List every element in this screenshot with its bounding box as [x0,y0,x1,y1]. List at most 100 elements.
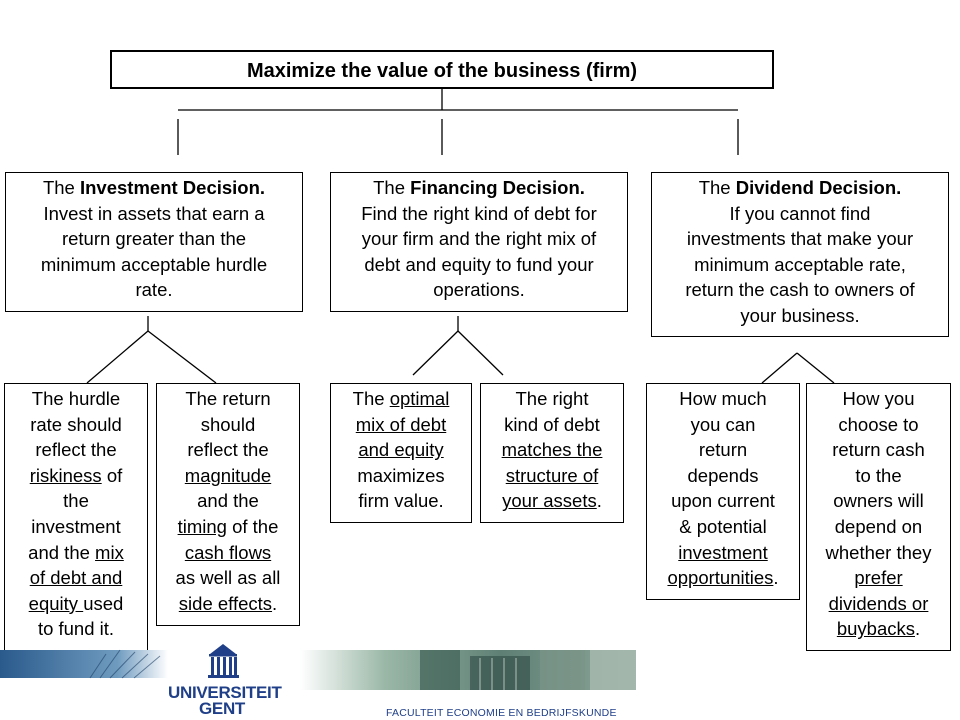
decision-heading: The Investment Decision. [10,175,298,201]
footer: UNIVERSITEIT GENT [0,636,960,720]
underlined-text: your assets [502,490,597,512]
sub-text-line: investment [651,540,795,566]
decision-prefix: The [373,177,411,198]
text-segment: to fund it. [37,618,115,640]
text-segment: return [698,439,748,461]
text-segment: and the [197,490,259,512]
decision-text-line: return the cash to owners of [685,279,915,301]
sub-text-line: timing of the [161,514,295,540]
text-segment: . [272,592,278,614]
text-segment: depends [687,464,759,486]
decision-prefix: The [42,177,80,198]
underlined-text: mix of debt [355,413,447,435]
text-segment: the [63,490,89,512]
investment-decision-box: The Investment Decision.Invest in assets… [5,172,303,312]
logo-line2: GENT [198,699,246,718]
text-segment: whether they [825,541,932,563]
sub-text-line: depends [651,463,795,489]
sub-text-line: dividends or [811,591,946,617]
decision-text-line: operations. [433,279,525,301]
underlined-text: side effects [178,592,273,614]
decision-prefix: The [698,177,736,198]
middle-photo-strip [300,650,636,690]
text-segment: investment [31,515,121,537]
decision-text-line: your business. [740,304,860,326]
underlined-text: investment [678,541,768,563]
text-segment: firm value. [358,490,444,512]
underlined-text: dividends or [828,592,929,614]
text-segment: & potential [679,515,767,537]
text-segment: . [596,490,602,512]
sub-text-line: How much [651,386,795,412]
dividend-decision-box: The Dividend Decision.If you cannot find… [651,172,949,337]
text-segment: The hurdle [31,388,121,409]
text-segment: as well as all [175,567,281,589]
sub-text-line: The hurdle [9,386,143,412]
financing-decision-box: The Financing Decision.Find the right ki… [330,172,628,312]
underlined-text: cash flows [184,541,272,563]
sub-text-line: and equity [335,437,467,463]
text-segment: of the [226,515,279,537]
decision-text-line: your firm and the right mix of [361,228,597,250]
sub-text-line: The right [485,386,619,412]
sub-text-line: and the mix [9,540,143,566]
underlined-text: prefer [854,567,903,589]
text-segment: . [915,618,921,640]
text-segment: you can [690,413,756,435]
decision-heading: The Financing Decision. [335,175,623,201]
connector-investment-right [147,330,217,384]
underlined-text: riskiness [29,464,102,486]
sub-text-line: The optimal [335,386,467,412]
text-segment: . [773,567,779,589]
text-segment: maximizes [357,464,445,486]
decision-name: Dividend Decision. [735,177,902,198]
sub-text-line: your assets. [485,488,619,514]
decision-text-line: investments that make your [686,228,914,250]
underlined-text: timing [177,515,227,537]
connector-investment-left [86,330,149,384]
title-text: Maximize the value of the business (firm… [246,60,638,82]
logo-building-icon [208,644,239,678]
connector-financing-right [457,330,504,376]
sub-text-line: How you [811,386,946,412]
text-segment: The [352,388,390,409]
text-segment: depend on [834,515,923,537]
logo-line1: UNIVERSITEIT [168,683,282,702]
sub-text-line: opportunities. [651,565,795,591]
decision-text-line: If you cannot find [729,202,871,224]
sub-text-line: rate should [9,412,143,438]
title-box: Maximize the value of the business (firm… [110,50,774,89]
underlined-text: structure of [505,464,599,486]
text-segment: return cash [832,439,925,461]
underlined-text: matches the [501,439,603,461]
sub-text-line: whether they [811,540,946,566]
sub-text-line: choose to [811,412,946,438]
sub-text-line: buybacks. [811,616,946,642]
sub-text-line: magnitude [161,463,295,489]
text-segment: to the [855,464,902,486]
text-segment: owners will [833,490,924,512]
text-segment: of [101,464,123,486]
faculty-name: FACULTEIT ECONOMIE EN BEDRIJFSKUNDE [386,707,617,719]
sub-text-line: cash flows [161,540,295,566]
sub-text-line: mix of debt [335,412,467,438]
sub-text-line: equity used [9,591,143,617]
text-segment: reflect the [187,439,269,461]
decision-text-line: Find the right kind of debt for [361,202,597,224]
text-segment: reflect the [35,439,117,461]
decision-name: Investment Decision. [79,177,266,198]
sub-text-line: The return [161,386,295,412]
sub-text-line: upon current [651,488,795,514]
text-segment: kind of debt [504,413,600,435]
underlined-text: equity [28,592,84,614]
decision-heading: The Dividend Decision. [656,175,944,201]
sub-text-line: structure of [485,463,619,489]
sub-text-line: and the [161,488,295,514]
underlined-text: of debt and [29,567,123,589]
